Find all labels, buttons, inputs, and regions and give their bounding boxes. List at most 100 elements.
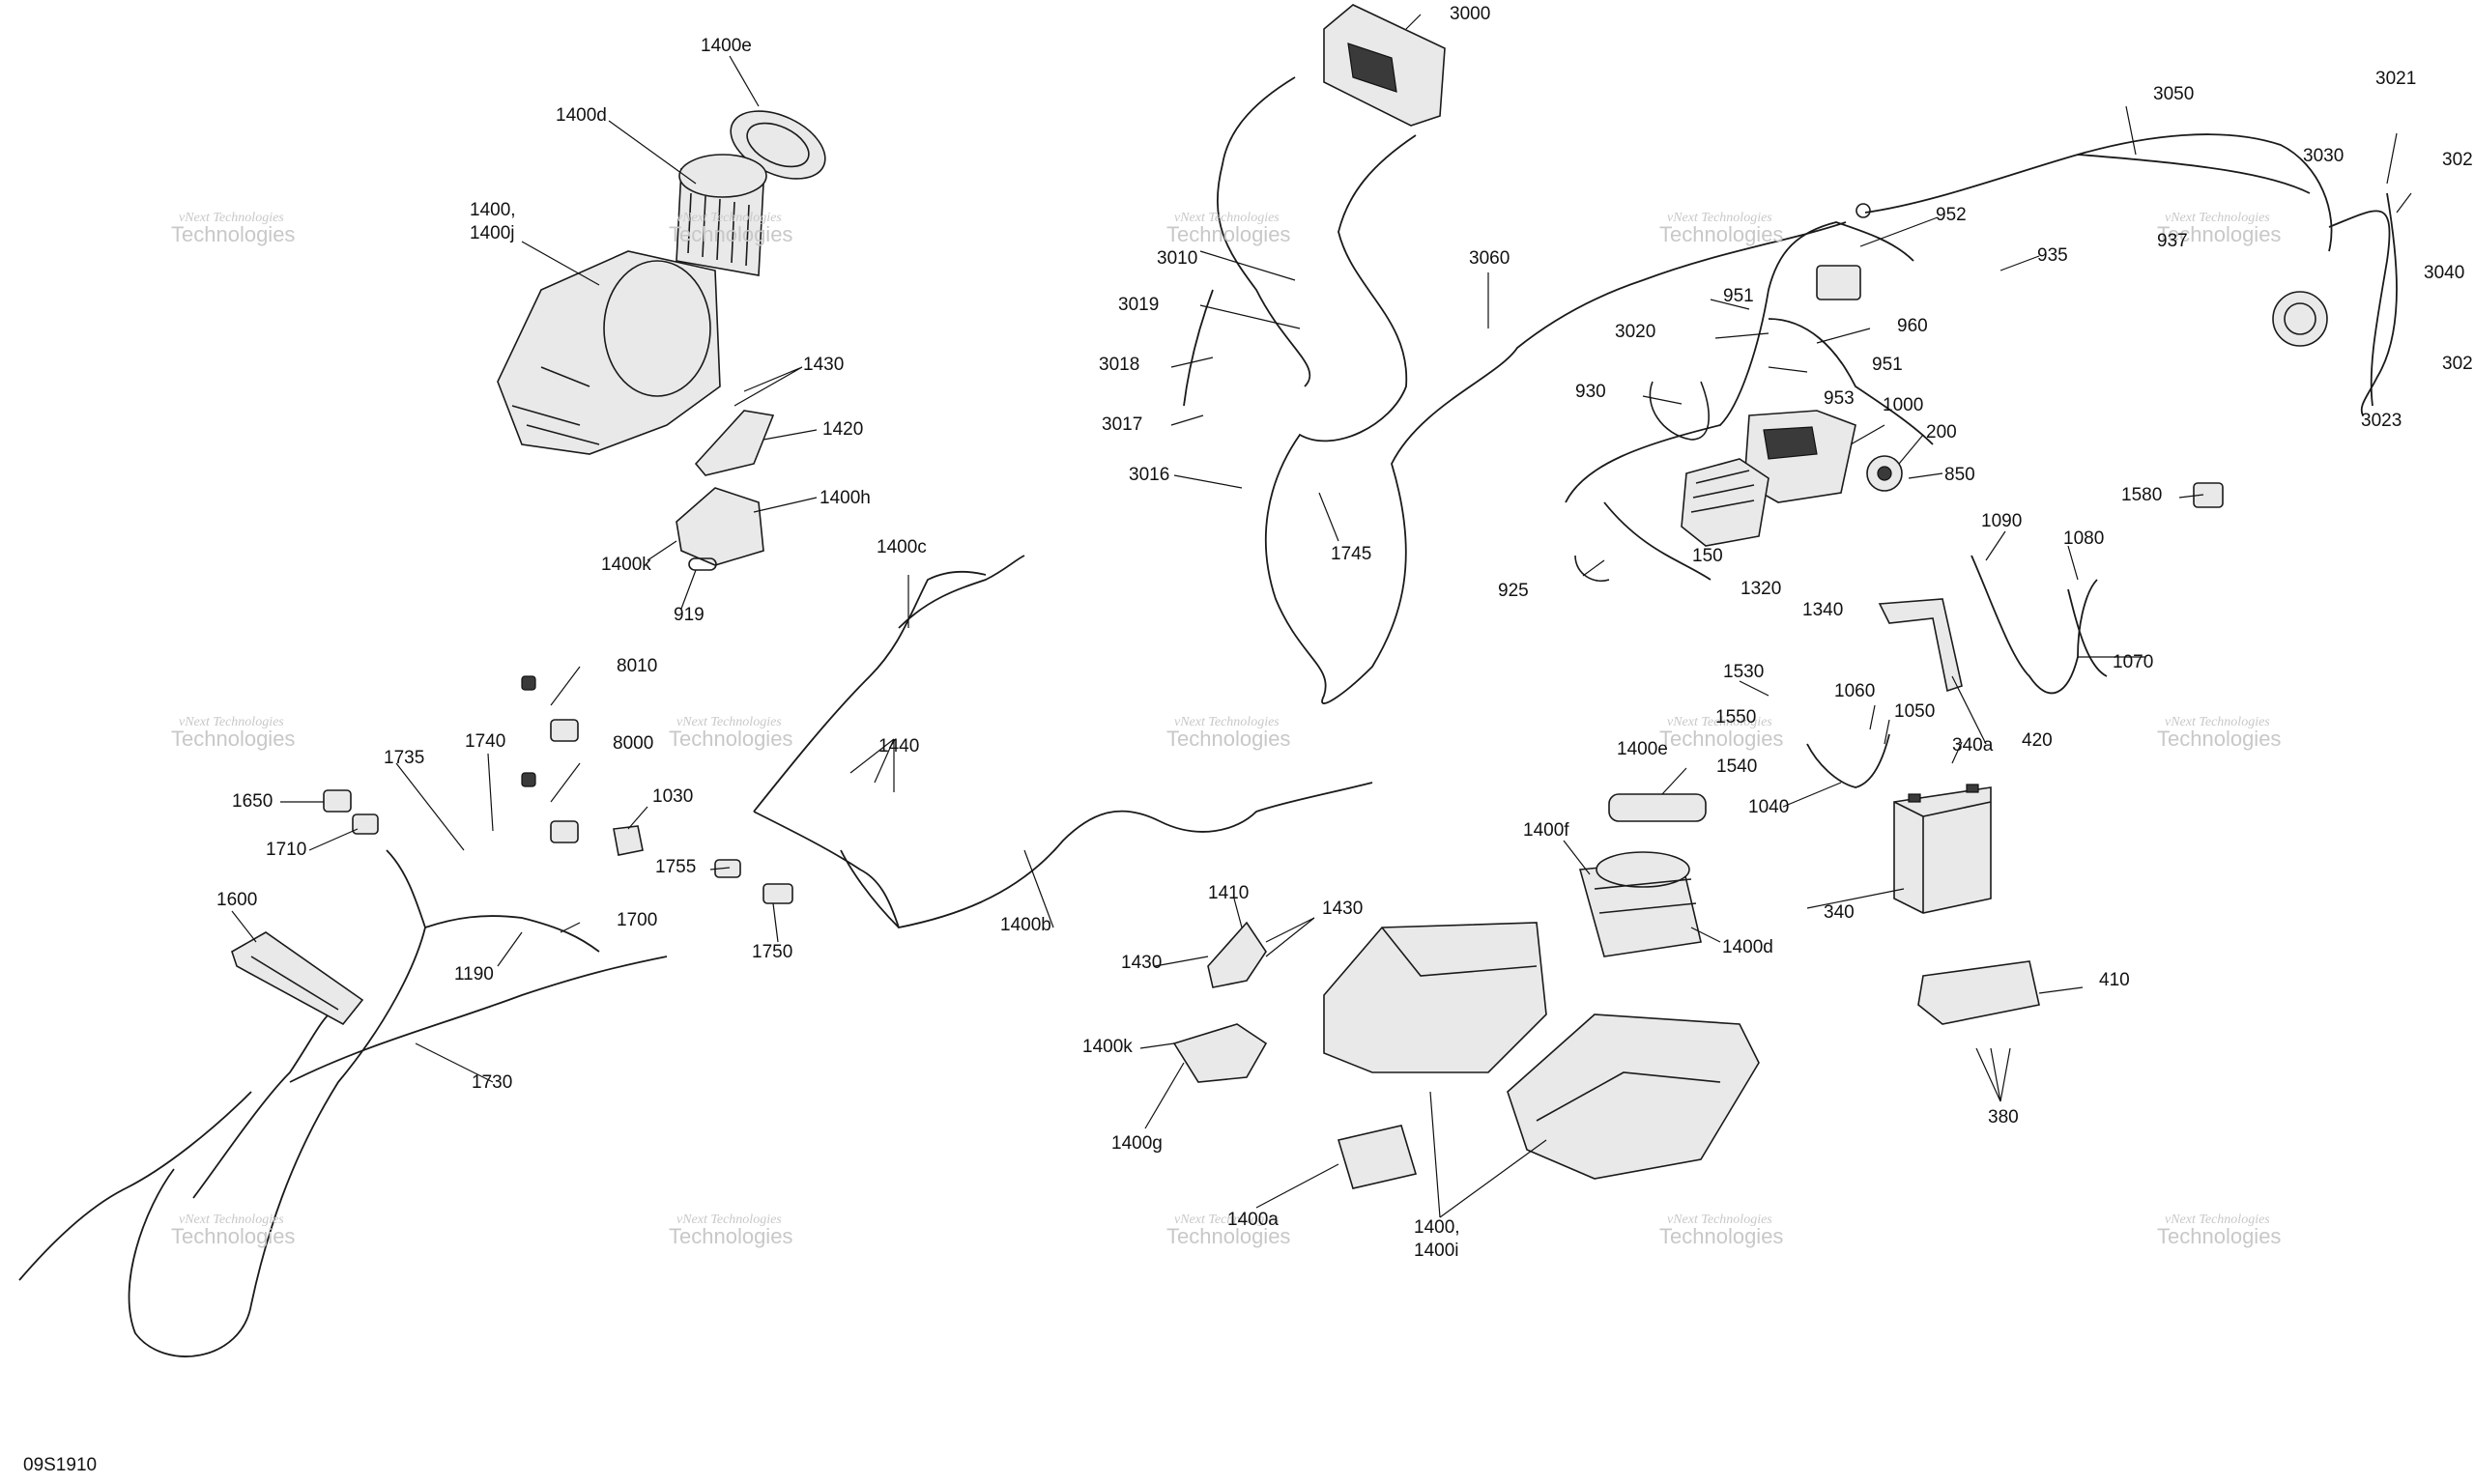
part-930-clamp	[1649, 381, 1710, 441]
part-8010-key	[521, 675, 579, 742]
callout-label: 919	[674, 605, 705, 625]
part-1420-bracket	[694, 410, 775, 476]
callout-label: 1600	[216, 890, 258, 910]
callout-label: 1050	[1894, 701, 1936, 722]
callout-label: 1400e	[701, 36, 752, 56]
callout-label: 925	[1498, 581, 1529, 601]
part-1030-plug	[613, 825, 644, 856]
harness-3030	[2328, 192, 2398, 416]
callout-label: 3050	[2153, 84, 2195, 104]
callout-label: 951	[1872, 355, 1903, 375]
callout-label: 3020	[1615, 322, 1656, 342]
callout-label: 3010	[1157, 248, 1198, 269]
callout-label: 1440	[878, 736, 920, 756]
part-1580-sensor	[2193, 482, 2224, 508]
part-1070-cable	[1971, 555, 2108, 695]
callout-label: 410	[2099, 970, 2130, 990]
callout-label: 1400i	[1414, 1241, 1459, 1261]
callout-label: 1700	[617, 910, 658, 930]
part-1750-connector	[762, 883, 793, 904]
callout-label: 200	[1926, 422, 1957, 442]
callout-label: 850	[1944, 465, 1975, 485]
part-1400-housing	[497, 250, 721, 455]
callout-label: 3030	[2303, 146, 2345, 166]
callout-label: 1740	[465, 731, 506, 752]
callout-label: 1400a	[1227, 1210, 1279, 1230]
callout-label: 1040	[1748, 797, 1790, 817]
callout-label: 420	[2022, 730, 2053, 751]
callout-label: 1090	[1981, 511, 2023, 531]
callout-label: 1400g	[1111, 1133, 1163, 1154]
part-3023-horn	[2272, 291, 2328, 347]
callout-label: 340	[1824, 902, 1855, 923]
callout-label: 1400h	[820, 488, 871, 508]
part-420-strap	[1878, 598, 1963, 693]
callout-label: 937	[2157, 231, 2188, 251]
callout-label: 1080	[2063, 528, 2105, 549]
part-1040-cable	[1806, 733, 1890, 788]
part-1710-switch	[352, 813, 379, 835]
callout-label: 1755	[655, 857, 697, 877]
callout-label: 3023	[2361, 411, 2402, 431]
harness-3050	[1856, 133, 2333, 252]
part-1400d-fan-lower	[1578, 851, 1702, 957]
callout-label: 1710	[266, 840, 307, 860]
callout-label: 1650	[232, 791, 273, 812]
part-150-regulator	[1681, 458, 1769, 547]
leader-lines	[231, 14, 2412, 1218]
callout-label: 3040	[2424, 263, 2465, 283]
callout-label: 1400e	[1617, 739, 1668, 759]
callout-label: 8000	[613, 733, 654, 754]
part-1410-bracket	[1207, 921, 1267, 988]
harness-3060	[1183, 76, 1847, 704]
callout-label: 1430	[1121, 953, 1163, 973]
callout-label: 1320	[1740, 579, 1782, 599]
harness-1400b	[753, 555, 1373, 929]
callout-label: 302	[2442, 354, 2473, 374]
figure-code: 09S1910	[23, 1455, 98, 1475]
callout-label: 1745	[1331, 544, 1372, 564]
callout-label: 1400d	[556, 105, 607, 126]
callout-label: 1400d	[1722, 937, 1773, 957]
callout-label: 3017	[1102, 414, 1143, 435]
callout-label: 3018	[1099, 355, 1140, 375]
callout-label: 1000	[1883, 395, 1924, 415]
callout-label: 935	[2037, 245, 2068, 266]
callout-label: 1030	[652, 786, 694, 807]
callout-label: 380	[1988, 1107, 2019, 1127]
callout-label: 1730	[472, 1072, 513, 1093]
callout-label: 1400f	[1523, 820, 1569, 841]
callout-label: 951	[1723, 286, 1754, 306]
callout-label: 1735	[384, 748, 425, 768]
part-1400-housing-lower	[1323, 922, 1547, 1073]
callout-label: 1400b	[1000, 915, 1051, 935]
callout-label: 1400j	[470, 223, 515, 243]
callout-label: 302	[2442, 150, 2473, 170]
callout-label: 3021	[2375, 69, 2417, 89]
callout-label: 3060	[1469, 248, 1510, 269]
part-1400e-lid	[1608, 793, 1707, 822]
part-lh-cover	[1507, 1013, 1760, 1180]
part-410-tray	[1917, 960, 2040, 1025]
callout-label: 930	[1575, 382, 1606, 402]
part-200-switch	[1866, 455, 1903, 492]
callout-label: 1580	[2121, 485, 2163, 505]
callout-label: 1070	[2113, 652, 2154, 672]
part-1400d-fan-cylinder	[676, 154, 767, 276]
callout-label: 1550	[1715, 707, 1757, 728]
callout-label: 1400,	[470, 200, 516, 220]
callout-label: 150	[1692, 546, 1723, 566]
callout-label: 952	[1936, 205, 1967, 225]
callout-label: 1530	[1723, 662, 1765, 682]
callout-label: 1540	[1716, 756, 1758, 777]
part-340-battery	[1893, 784, 1992, 914]
callout-label: 1400k	[601, 555, 651, 575]
part-1400g-bracket	[1172, 1023, 1268, 1083]
part-925-clamp	[1574, 555, 1610, 582]
callout-label: 340a	[1952, 735, 1994, 756]
callout-label: 1400k	[1082, 1037, 1133, 1057]
callout-label: 1410	[1208, 883, 1250, 903]
callout-label: 1060	[1834, 681, 1876, 701]
part-1400a-module	[1337, 1125, 1418, 1189]
